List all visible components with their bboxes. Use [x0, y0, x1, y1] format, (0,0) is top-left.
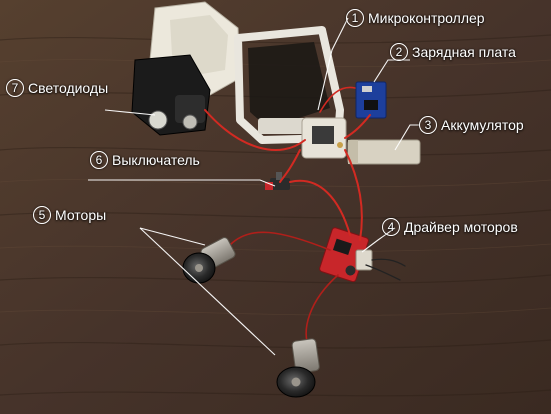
callout-number: 4 — [382, 218, 400, 236]
callout-label: Микроконтроллер — [368, 10, 485, 26]
power-switch — [265, 172, 290, 190]
callout-label: Драйвер моторов — [404, 219, 518, 235]
charger-board — [355, 81, 387, 119]
callout-switch: 6 Выключатель — [90, 151, 200, 169]
callout-motors: 5 Моторы — [33, 206, 106, 224]
motor-right — [276, 338, 320, 398]
microcontroller-board — [301, 117, 347, 159]
callout-label: Моторы — [55, 207, 107, 223]
callout-number: 1 — [346, 9, 364, 27]
callout-number: 5 — [33, 206, 51, 224]
callout-charger: 2 Зарядная плата — [390, 43, 516, 61]
callout-label: Аккумулятор — [441, 117, 524, 133]
callout-number: 2 — [390, 43, 408, 61]
leader-lines — [88, 17, 420, 356]
callout-leds: 7 Светодиоды — [6, 79, 108, 97]
callout-label: Зарядная плата — [412, 44, 516, 60]
callout-label: Выключатель — [112, 152, 200, 168]
callout-number: 6 — [90, 151, 108, 169]
callout-microcontroller: 1 Микроконтроллер — [346, 9, 485, 27]
battery-pack — [347, 139, 421, 165]
motor-driver-board — [319, 227, 373, 283]
callout-number: 7 — [6, 79, 24, 97]
callout-number: 3 — [419, 116, 437, 134]
callout-label: Светодиоды — [28, 80, 109, 96]
callout-motor-driver: 4 Драйвер моторов — [382, 218, 518, 236]
callout-battery: 3 Аккумулятор — [419, 116, 524, 134]
